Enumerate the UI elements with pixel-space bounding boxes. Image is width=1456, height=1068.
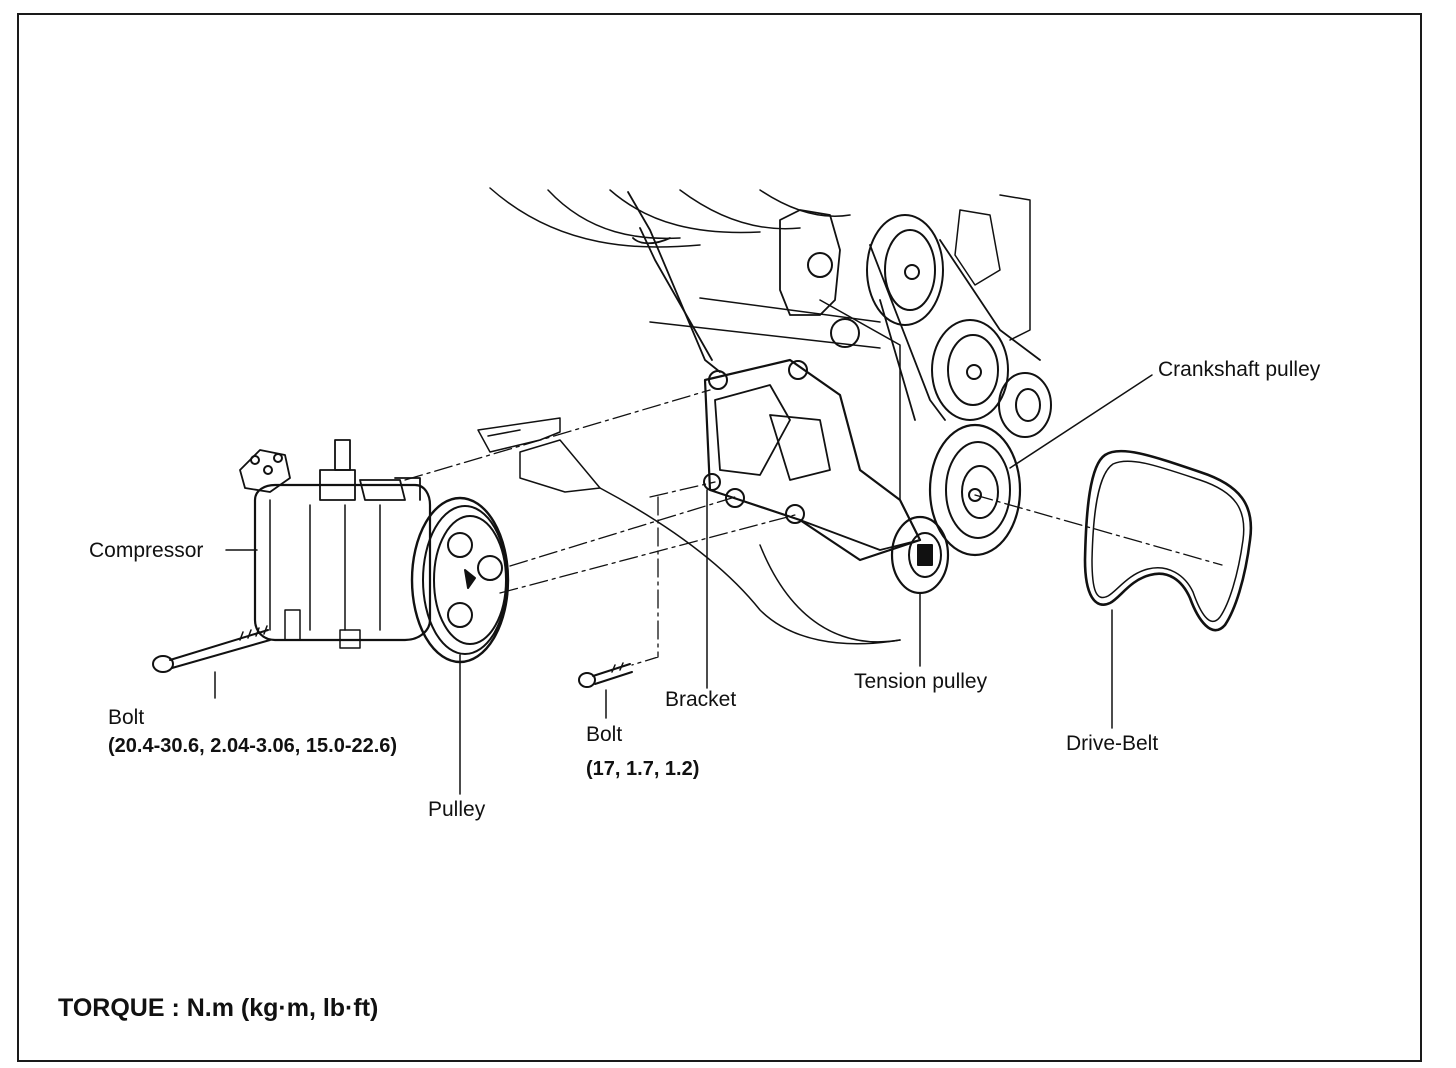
engine-block [489,187,1031,645]
bracket-arm [477,417,601,493]
tension-pulley-label: Tension pulley [854,670,988,693]
crankshaft-pulley-label: Crankshaft pulley [1158,358,1321,381]
drive-belt-label: Drive-Belt [1066,732,1159,755]
bolt-mid-label: Bolt [586,723,623,746]
engine-pulleys [866,214,1052,438]
leader-lines [214,374,1153,795]
long-bolt-drawing [152,625,271,673]
bolt-mid-torque-spec: (17, 1.7, 1.2) [586,758,700,780]
torque-units-legend: TORQUE : N.m (kg·m, lb·ft) [58,994,379,1022]
pulley-label: Pulley [428,798,486,821]
alignment-lines [404,389,1223,666]
drive-belt-drawing [1083,449,1253,632]
compressor-drawing [239,439,432,649]
bracket-label: Bracket [665,688,737,711]
bracket-drawing [703,358,922,562]
short-bolt-drawing [578,662,633,688]
bolt-left-label: Bolt [108,706,145,729]
bolt-left-torque-spec: (20.4-30.6, 2.04-3.06, 15.0-22.6) [108,735,398,757]
compressor-pulley-drawing [410,496,510,664]
crankshaft-pulley-drawing [928,423,1022,557]
diagram-frame [17,13,1422,1062]
compressor-label: Compressor [89,539,204,562]
tension-pulley-drawing [890,515,950,595]
support-strut [627,191,721,373]
